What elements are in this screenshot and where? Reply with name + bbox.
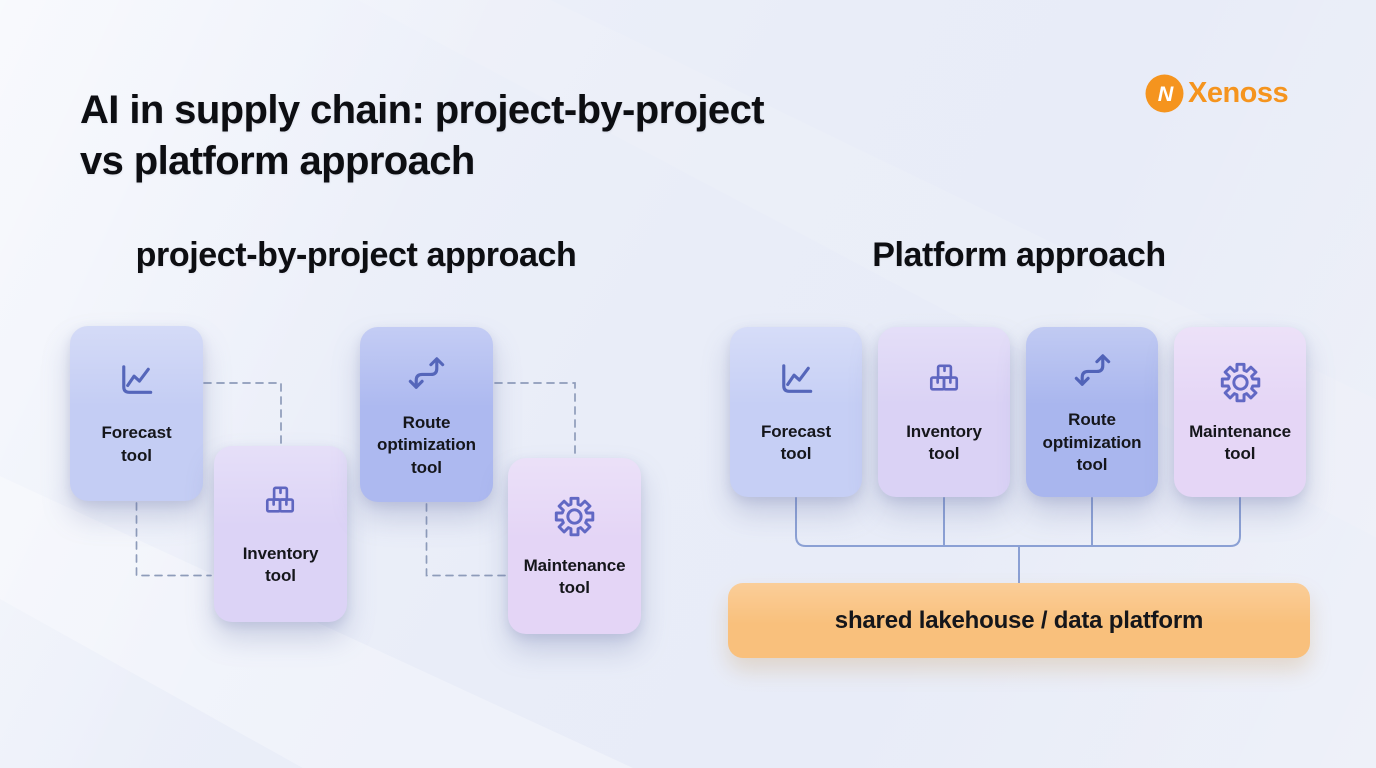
line-chart-icon xyxy=(781,363,812,393)
card-forecast-tool-left: Forecast tool xyxy=(70,326,203,501)
svg-text:N: N xyxy=(1158,81,1174,106)
xenoss-logo-text: Xenoss xyxy=(1188,77,1289,109)
card-inventory-tool-right: Inventory tool xyxy=(878,327,1010,497)
card-label: Maintenance tool xyxy=(1189,421,1291,463)
card-maintenance-tool-right: Maintenance tool xyxy=(1174,327,1306,497)
card-maintenance-tool-left: Maintenance tool xyxy=(508,458,641,634)
connector-route-to-maintenance-top xyxy=(494,382,576,457)
connector-bus-rail xyxy=(795,497,1241,547)
card-route-optimization-tool-right: Route optimization tool xyxy=(1026,327,1158,497)
stacked-boxes-icon xyxy=(265,486,295,513)
page-title-line1: AI in supply chain: project-by-project xyxy=(80,87,765,132)
card-label: Route optimization tool xyxy=(377,412,476,477)
card-label: Forecast tool xyxy=(101,423,172,465)
card-label: Inventory tool xyxy=(242,543,319,585)
route-arrows-icon xyxy=(1074,354,1110,387)
card-inventory-tool-left: Inventory tool xyxy=(214,446,347,622)
xenoss-logo: N Xenoss xyxy=(1145,74,1289,113)
gear-icon xyxy=(1220,362,1260,402)
card-label: Inventory tool xyxy=(906,421,982,463)
card-label: Forecast tool xyxy=(760,421,832,463)
page-title: AI in supply chain: project-by-project v… xyxy=(80,85,980,187)
card-route-optimization-tool-left: Route optimization tool xyxy=(360,327,493,502)
platform-bar: shared lakehouse / data platform xyxy=(728,583,1310,658)
page-title-line2: vs platform approach xyxy=(80,138,475,183)
line-chart-icon xyxy=(122,365,153,394)
card-forecast-tool-right: Forecast tool xyxy=(730,327,862,497)
gear-icon xyxy=(554,496,595,536)
connector-forecast-to-inventory-top xyxy=(203,382,282,445)
card-label: Maintenance tool xyxy=(523,555,626,597)
connector-forecast-to-inventory-side xyxy=(135,502,212,577)
card-label: Route optimization tool xyxy=(1042,410,1142,475)
right-section-heading: Platform approach xyxy=(872,236,1166,274)
xenoss-logo-icon: N xyxy=(1145,74,1184,113)
route-arrows-icon xyxy=(408,357,445,389)
left-section-heading: project-by-project approach xyxy=(135,236,577,274)
connector-route-to-maintenance-side xyxy=(425,503,506,577)
solid-connectors xyxy=(795,497,1241,584)
stacked-boxes-icon xyxy=(929,364,958,391)
